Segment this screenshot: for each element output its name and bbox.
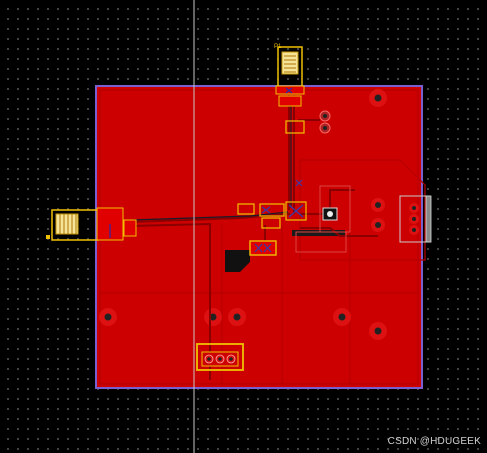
- mounting-hole[interactable]: [371, 198, 385, 212]
- spring-connector-icon: [55, 213, 79, 235]
- component-outline: [295, 231, 347, 253]
- usb-connector[interactable]: [399, 195, 432, 243]
- connector-left[interactable]: [46, 207, 137, 241]
- via[interactable]: [319, 110, 331, 122]
- mounting-holes: [99, 89, 387, 340]
- capacitor[interactable]: [259, 203, 285, 217]
- via[interactable]: [319, 122, 331, 134]
- trace[interactable]: [129, 213, 291, 223]
- spring-connector-icon: [281, 51, 299, 75]
- mounting-hole[interactable]: [99, 308, 117, 326]
- pad[interactable]: [123, 219, 137, 237]
- center-components: [237, 120, 351, 256]
- resistor[interactable]: [237, 203, 255, 215]
- trace[interactable]: [129, 222, 211, 380]
- designator-label: P1: [274, 44, 282, 50]
- connector-top[interactable]: P1: [274, 44, 305, 107]
- mounting-hole[interactable]: [228, 308, 246, 326]
- watermark-text: CSDN @HDUGEEK: [387, 436, 481, 447]
- pad[interactable]: [278, 95, 302, 107]
- mounting-hole[interactable]: [369, 89, 387, 107]
- pour-void: [225, 250, 250, 272]
- signal-traces: [131, 98, 292, 221]
- mounting-hole[interactable]: [333, 308, 351, 326]
- trace[interactable]: [131, 211, 289, 221]
- resistor[interactable]: [261, 217, 281, 229]
- bottom-header[interactable]: [196, 343, 244, 371]
- trace[interactable]: [300, 189, 355, 215]
- mounting-hole[interactable]: [204, 308, 222, 326]
- resistor[interactable]: [285, 120, 305, 134]
- mounting-hole[interactable]: [371, 218, 385, 232]
- mounting-hole[interactable]: [369, 322, 387, 340]
- inductor[interactable]: [249, 240, 277, 256]
- silkscreen-outline: [196, 343, 244, 371]
- ic-chip[interactable]: [285, 201, 307, 221]
- pour-island-outline: [299, 159, 426, 261]
